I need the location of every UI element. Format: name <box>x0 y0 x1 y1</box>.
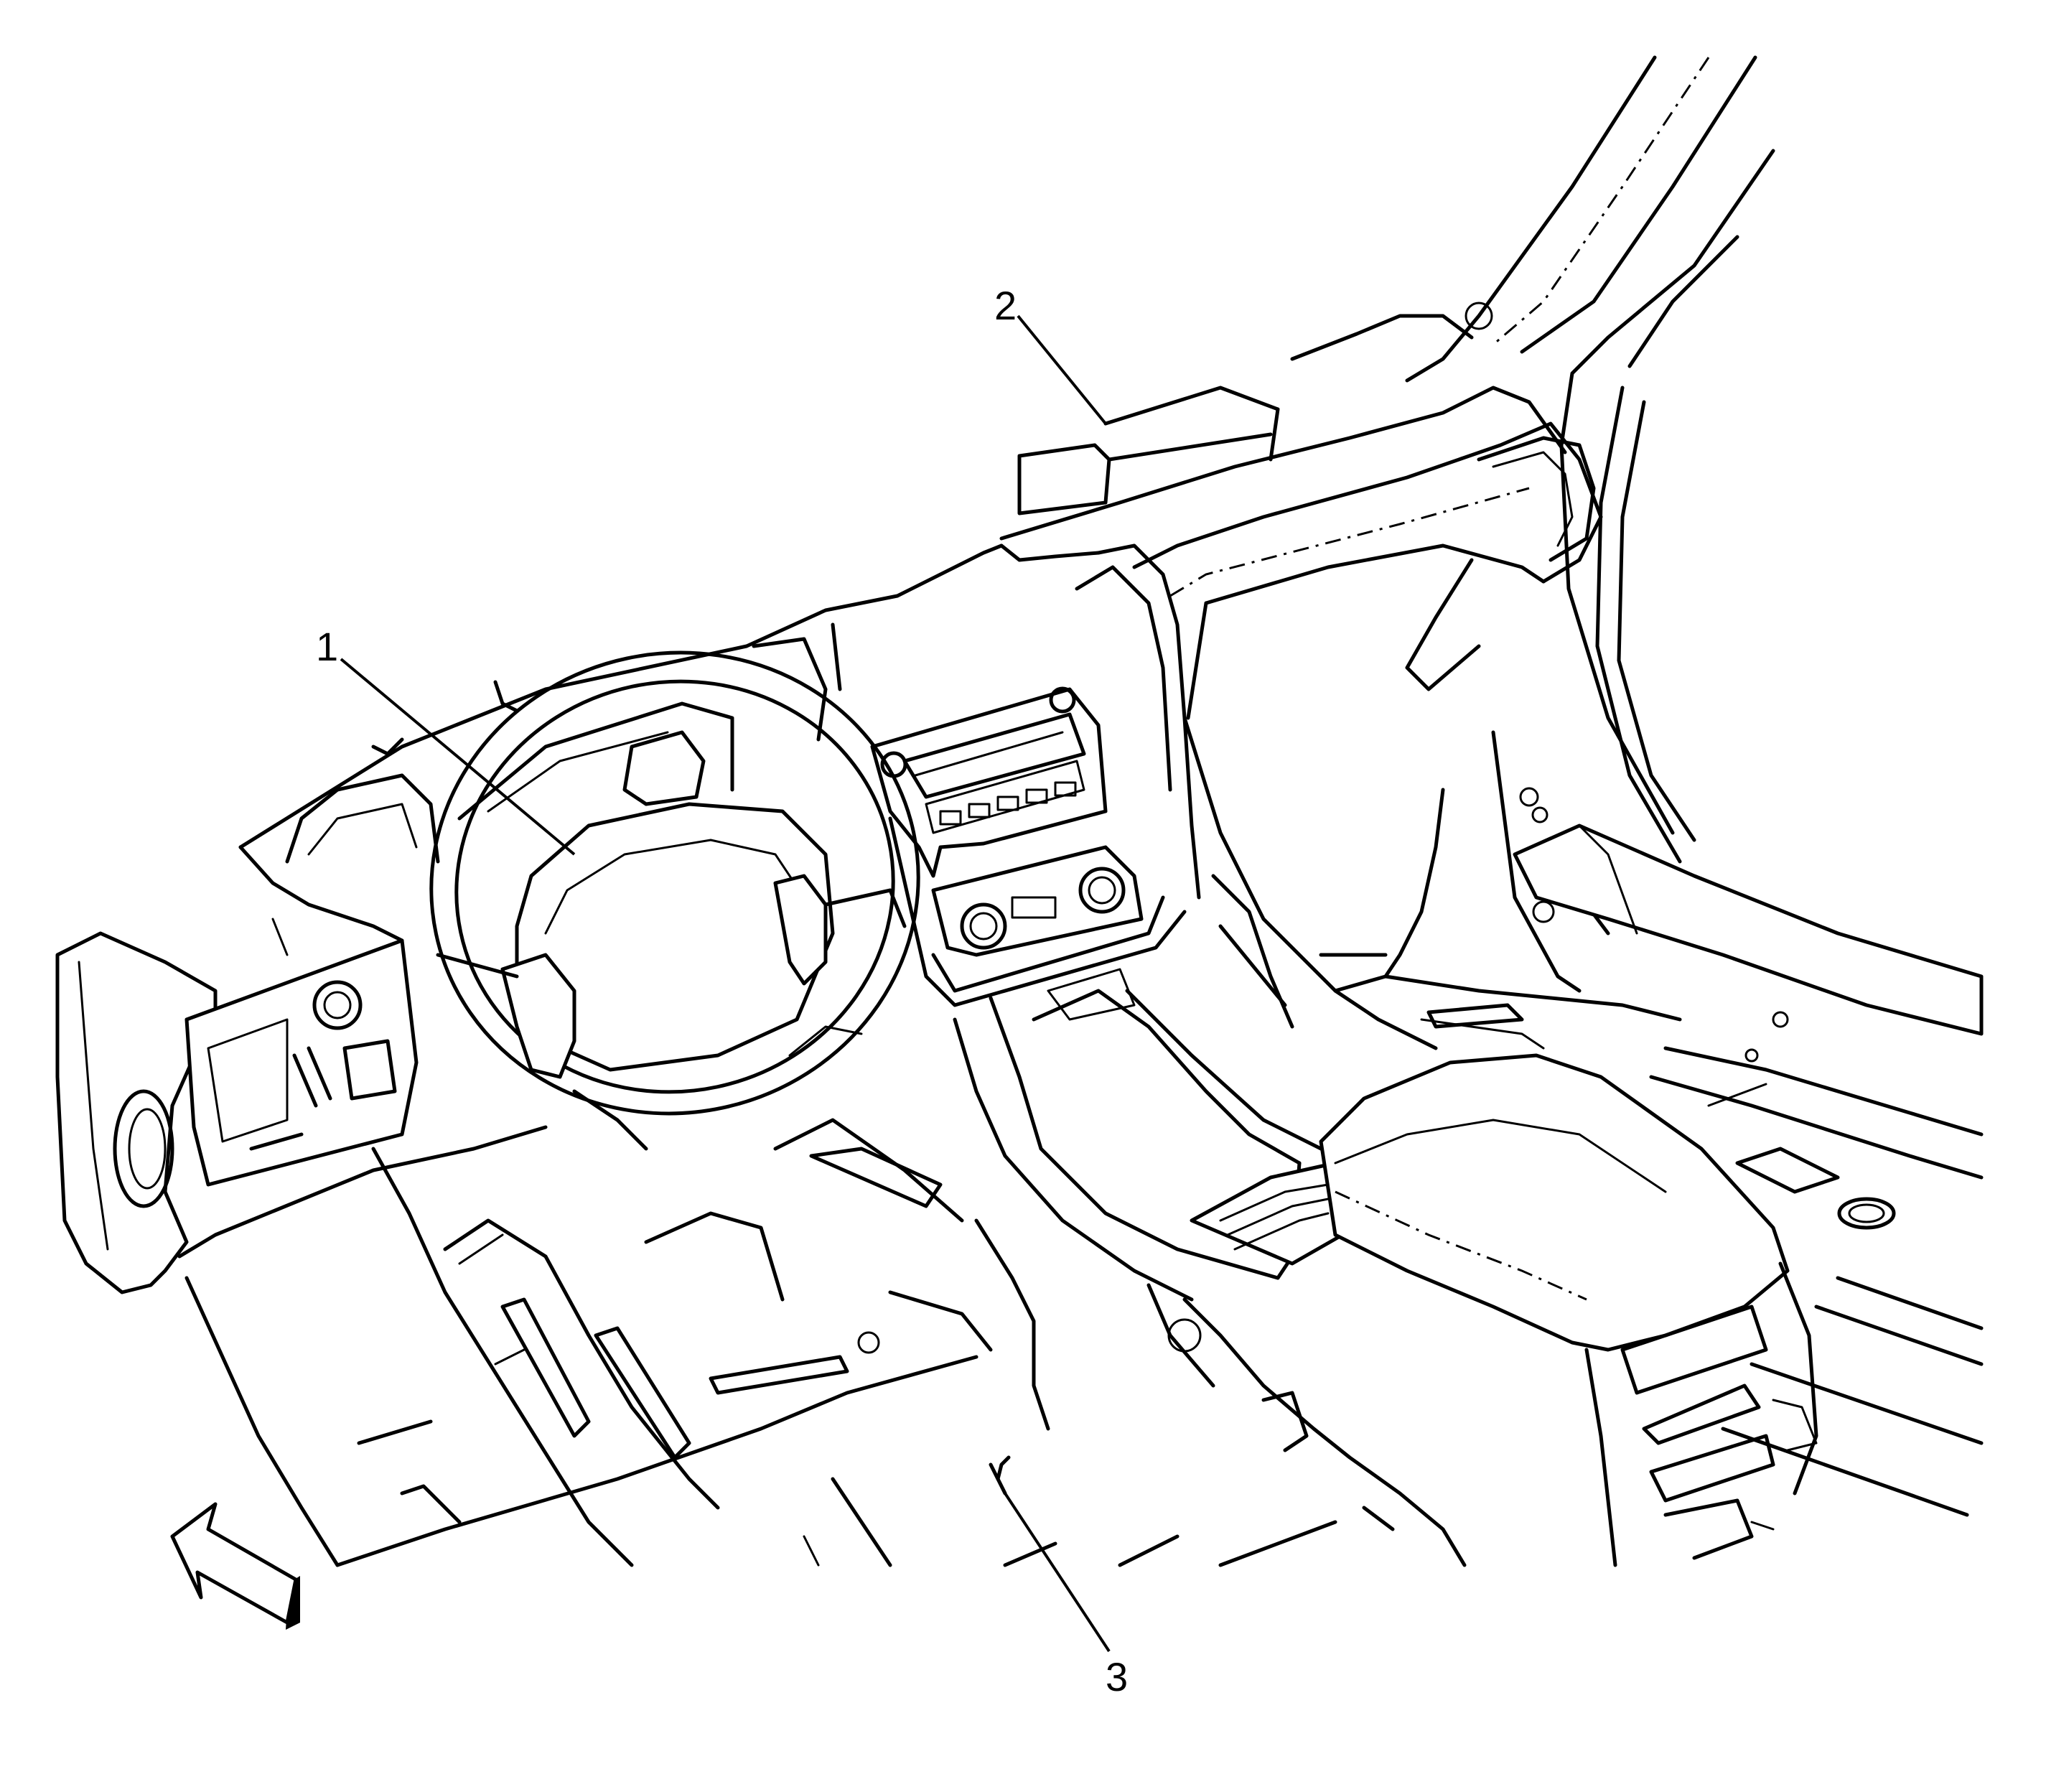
center-console <box>953 989 1818 1567</box>
callouts: 1 2 3 <box>316 283 1128 1699</box>
driver-dash <box>238 543 1004 943</box>
callout-leader-1 <box>340 658 576 856</box>
floor-pan <box>177 1118 1337 1567</box>
callout-label-3: 3 <box>1106 1654 1128 1699</box>
a-pillar <box>1290 55 1775 864</box>
callout-label-1: 1 <box>316 624 338 669</box>
left-dash-end <box>55 918 419 1294</box>
steering-wheel <box>429 650 920 1151</box>
callout-leader-3 <box>1004 1492 1111 1653</box>
instrument-panel-upper <box>999 386 1603 900</box>
radio-buttons <box>939 781 1077 826</box>
passenger-floor <box>1182 716 1984 1517</box>
front-direction-arrow-icon <box>170 1502 300 1630</box>
center-stack <box>870 686 1187 1021</box>
callout-leader-2 <box>1017 314 1107 425</box>
callout-label-2: 2 <box>994 283 1017 328</box>
